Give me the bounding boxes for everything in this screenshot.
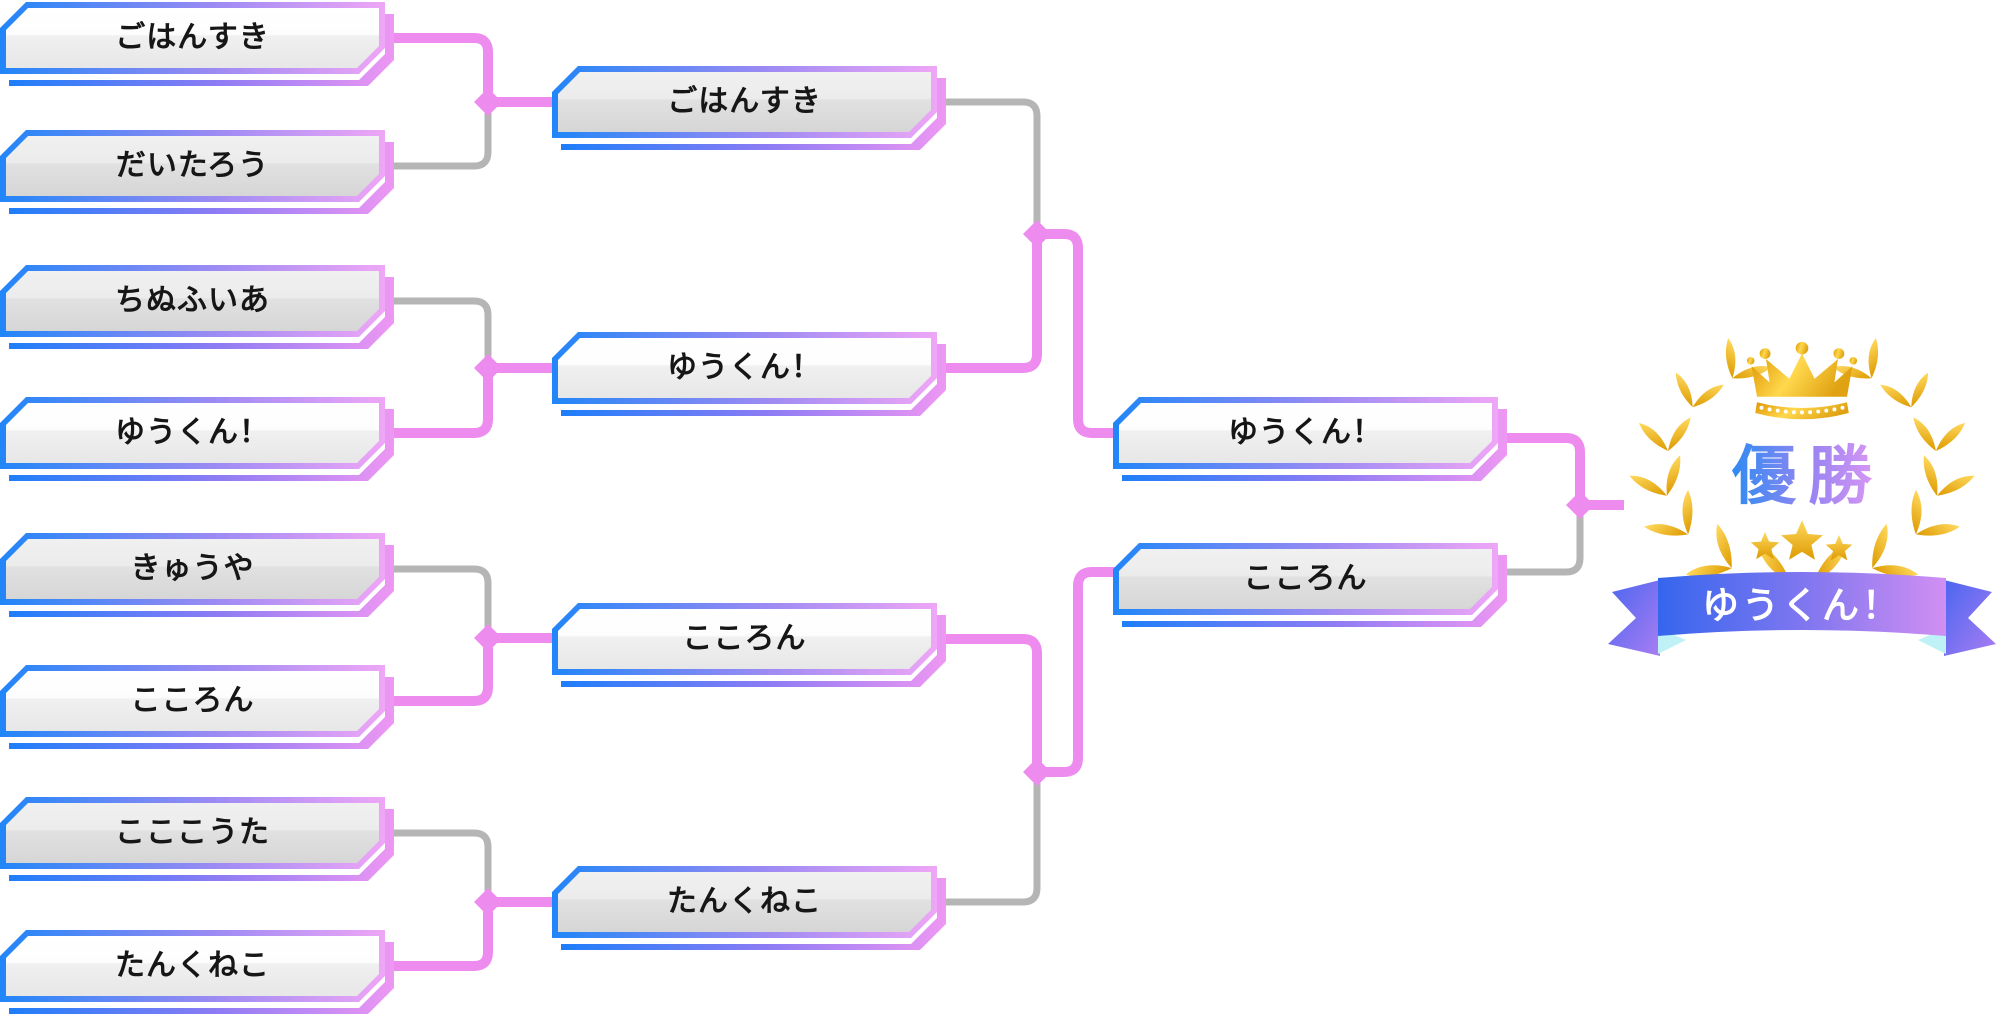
slot-frame: こころん <box>1113 543 1498 615</box>
entry-name: だいたろう <box>115 149 270 182</box>
slot-frame: ごはんすき <box>0 2 385 74</box>
slot-frame: こころん <box>0 665 385 737</box>
crown-icon <box>1746 341 1858 420</box>
slot-frame: ゆうくん！ <box>1113 397 1498 469</box>
entry-name: ごはんすき <box>667 85 822 118</box>
connector-loser <box>385 297 492 368</box>
entry-name: こころん <box>682 622 807 655</box>
ribbon-banner-icon: ゆうくん！ <box>1608 572 1996 656</box>
slot-frame: こここうた <box>0 797 385 869</box>
entry-name: ごはんすき <box>115 21 270 54</box>
entry-name: こころん <box>1243 562 1368 595</box>
connector-winner <box>1498 433 1585 505</box>
slot-round1-6[interactable]: こころん <box>0 665 385 737</box>
slot-semifinal-2[interactable]: こころん <box>1113 543 1498 615</box>
slot-fill: きゅうや <box>6 539 379 599</box>
slot-frame: ゆうくん！ <box>0 397 385 469</box>
slot-round1-4[interactable]: ゆうくん！ <box>0 397 385 469</box>
entry-name: こころん <box>130 684 255 717</box>
slot-fill: こころん <box>558 609 931 669</box>
slot-round2-3[interactable]: こころん <box>552 603 937 675</box>
entry-name: こここうた <box>115 816 270 849</box>
connector-winner <box>940 634 1042 772</box>
slot-fill: こころん <box>1119 549 1492 609</box>
slot-semifinal-1[interactable]: ゆうくん！ <box>1113 397 1498 469</box>
slot-frame: たんくねこ <box>0 930 385 1002</box>
connector-loser <box>385 102 492 170</box>
slot-frame: ゆうくん！ <box>552 332 937 404</box>
champion-title: 優勝 <box>1731 440 1884 512</box>
slot-fill: こここうた <box>6 803 379 863</box>
slot-round1-5[interactable]: きゅうや <box>0 533 385 605</box>
slot-round1-3[interactable]: ちぬふいあ <box>0 265 385 337</box>
connector-loser <box>940 772 1041 906</box>
slot-round2-1[interactable]: ごはんすき <box>552 66 937 138</box>
slot-round1-1[interactable]: ごはんすき <box>0 2 385 74</box>
champion-name: ゆうくん！ <box>1702 585 1902 626</box>
connector-loser <box>1498 505 1584 576</box>
slot-fill: たんくねこ <box>558 872 931 932</box>
connector-winner <box>385 33 493 102</box>
slot-frame: だいたろう <box>0 130 385 202</box>
champion-badge: 優勝 ゆうくん！ <box>1608 338 1996 656</box>
slot-fill: こころん <box>6 671 379 731</box>
connector-winner <box>385 368 493 438</box>
slot-fill: ゆうくん！ <box>1119 403 1492 463</box>
slot-frame: たんくねこ <box>552 866 937 938</box>
entry-name: たんくねこ <box>667 885 822 918</box>
ribbon-band <box>1658 572 1946 636</box>
connector-winner <box>1037 229 1118 438</box>
slot-round2-2[interactable]: ゆうくん！ <box>552 332 937 404</box>
slot-round2-4[interactable]: たんくねこ <box>552 866 937 938</box>
entry-name: たんくねこ <box>115 949 270 982</box>
slot-fill: ちぬふいあ <box>6 271 379 331</box>
slot-fill: ゆうくん！ <box>558 338 931 398</box>
ribbon-tail-left <box>1608 580 1660 656</box>
entry-name: ゆうくん！ <box>667 351 822 384</box>
slot-frame: きゅうや <box>0 533 385 605</box>
slot-frame: ごはんすき <box>552 66 937 138</box>
connector-loser <box>385 829 492 902</box>
connector-loser <box>940 98 1041 234</box>
slot-fill: たんくねこ <box>6 936 379 996</box>
entry-name: ゆうくん！ <box>115 416 270 449</box>
slot-fill: ごはんすき <box>6 8 379 68</box>
connector-winner <box>940 234 1042 373</box>
entry-name: ゆうくん！ <box>1228 416 1383 449</box>
slot-fill: だいたろう <box>6 136 379 196</box>
slot-frame: ちぬふいあ <box>0 265 385 337</box>
ribbon-tail-right <box>1944 580 1996 656</box>
connector-loser <box>385 565 492 638</box>
entry-name: きゅうや <box>130 552 255 585</box>
connector-winner <box>1037 567 1118 777</box>
star-icon <box>1750 520 1853 561</box>
connector-winner <box>385 638 493 706</box>
slot-frame: こころん <box>552 603 937 675</box>
slot-fill: ごはんすき <box>558 72 931 132</box>
entry-name: ちぬふいあ <box>115 284 270 317</box>
connector-winner <box>385 902 493 971</box>
junction-diamond-icon <box>474 88 1594 916</box>
slot-round1-8[interactable]: たんくねこ <box>0 930 385 1002</box>
slot-round1-7[interactable]: こここうた <box>0 797 385 869</box>
slot-round1-2[interactable]: だいたろう <box>0 130 385 202</box>
slot-fill: ゆうくん！ <box>6 403 379 463</box>
